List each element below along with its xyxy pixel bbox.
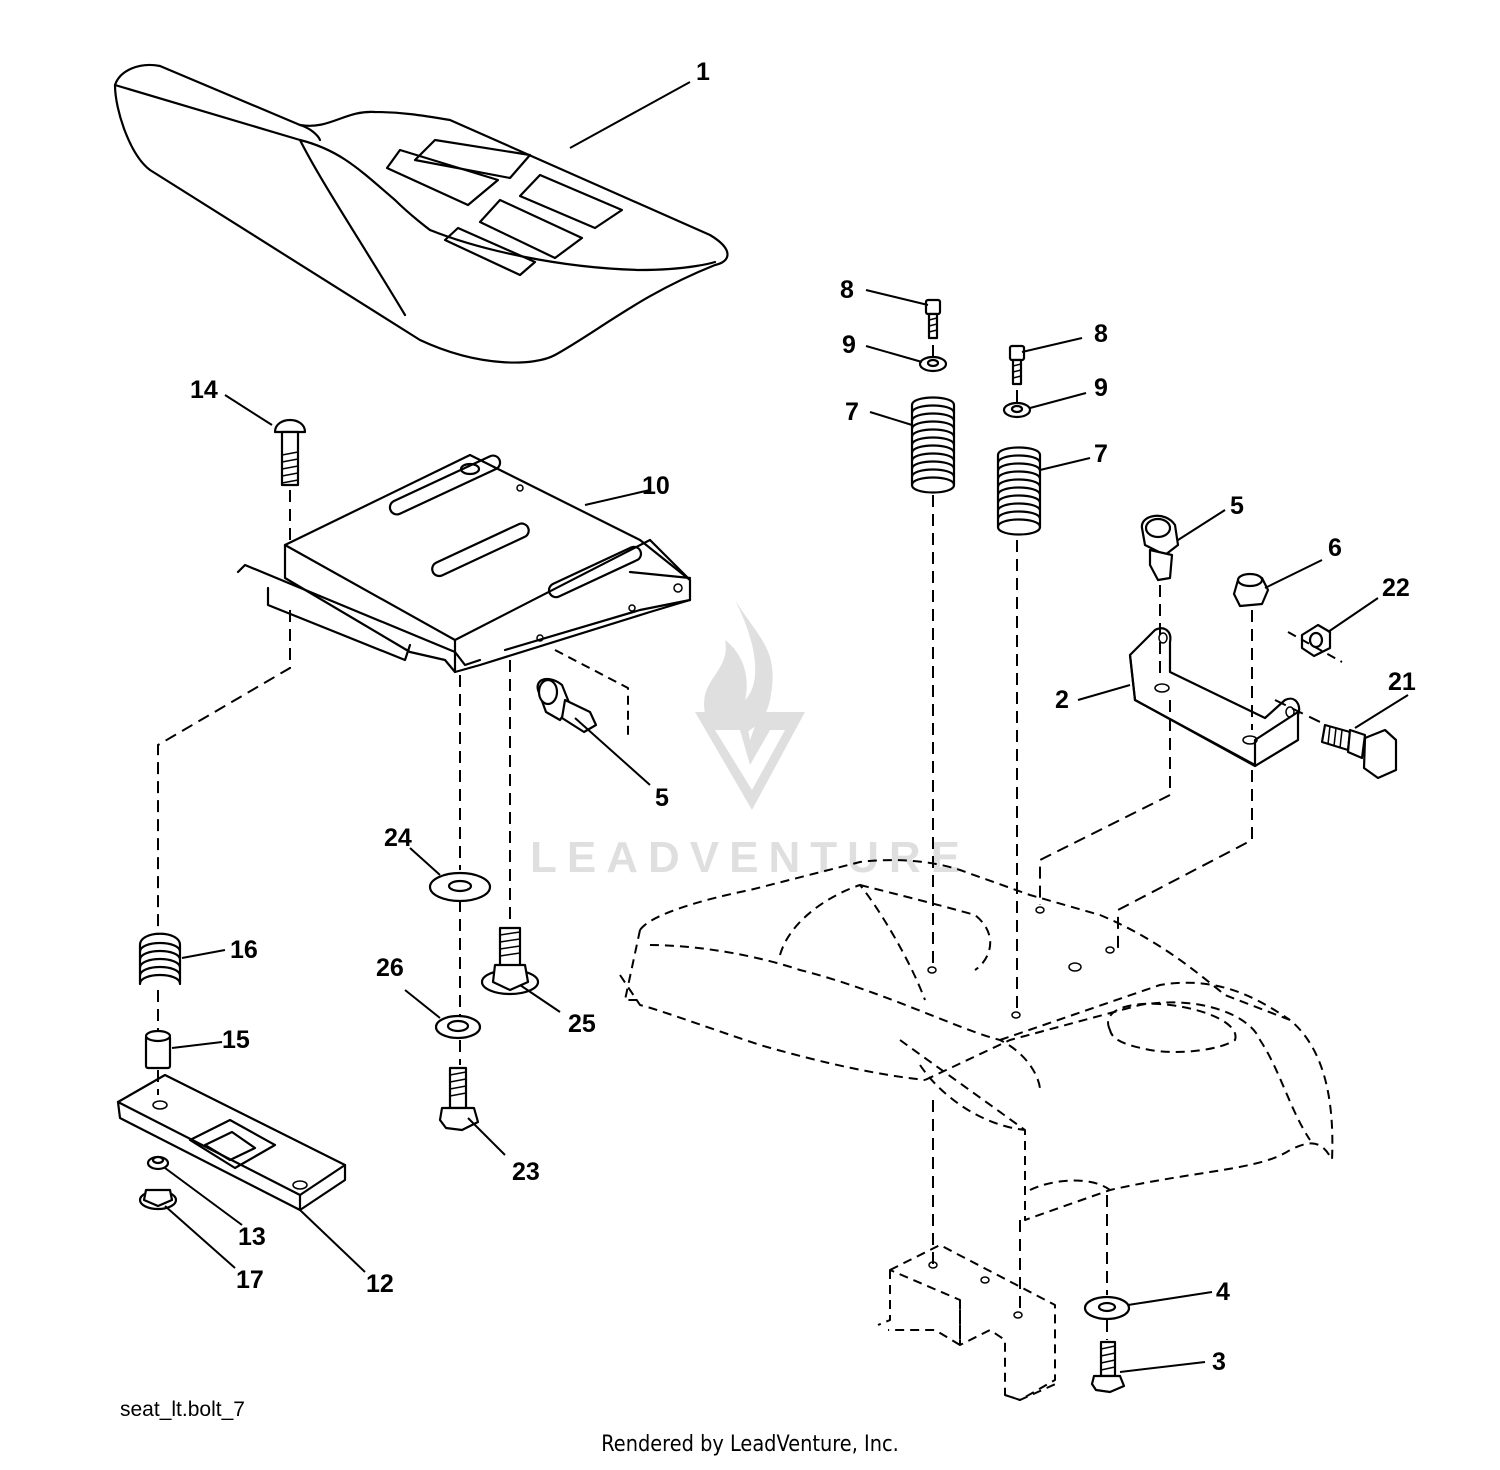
washer-9-right-drawing <box>1002 401 1032 419</box>
callout-10[interactable]: 10 <box>642 472 670 500</box>
callout-13[interactable]: 13 <box>238 1223 266 1251</box>
callout-5-left[interactable]: 5 <box>655 784 669 812</box>
spring-7-right-drawing <box>996 446 1042 536</box>
washer-24-drawing <box>428 871 492 903</box>
seat-pan-drawing <box>236 453 692 674</box>
callout-26[interactable]: 26 <box>376 954 404 982</box>
seat-drawing <box>113 63 729 364</box>
callout-3[interactable]: 3 <box>1212 1348 1226 1376</box>
washer-26-drawing <box>434 1014 482 1040</box>
callout-7-right[interactable]: 7 <box>1094 440 1108 468</box>
shoulder-bolt-25-drawing <box>480 926 540 996</box>
diagram-id-label: seat_lt.bolt_7 <box>120 1398 245 1421</box>
callout-2[interactable]: 2 <box>1055 686 1069 714</box>
callout-15[interactable]: 15 <box>222 1026 250 1054</box>
shoulder-bolt-21-drawing <box>1320 723 1398 780</box>
callout-24[interactable]: 24 <box>384 824 412 852</box>
callout-8-left[interactable]: 8 <box>840 276 854 304</box>
callout-6[interactable]: 6 <box>1328 534 1342 562</box>
spring-7-left-drawing <box>910 396 956 494</box>
callout-25[interactable]: 25 <box>568 1010 596 1038</box>
watermark-text: LEADVENTURE <box>530 833 970 882</box>
washer-4-drawing <box>1083 1295 1131 1321</box>
seat-switch-left-drawing <box>536 649 629 740</box>
slide-bracket-12-drawing <box>116 1073 347 1212</box>
assembly-lines <box>157 345 1321 1340</box>
callout-17[interactable]: 17 <box>236 1266 264 1294</box>
screw-8-right-drawing <box>1008 344 1026 386</box>
bolt-3-drawing <box>1090 1340 1126 1394</box>
callout-16[interactable]: 16 <box>230 936 258 964</box>
fender-outline-drawing <box>619 859 1334 1401</box>
callout-22[interactable]: 22 <box>1382 574 1410 602</box>
pivot-bracket-2-drawing <box>1128 627 1301 768</box>
nut-22-drawing <box>1287 623 1343 663</box>
screw-8-left-drawing <box>924 298 942 340</box>
washer-9-left-drawing <box>918 355 948 373</box>
callout-9-right[interactable]: 9 <box>1094 374 1108 402</box>
callout-7-left[interactable]: 7 <box>845 398 859 426</box>
callout-23[interactable]: 23 <box>512 1158 540 1186</box>
callout-12[interactable]: 12 <box>366 1270 394 1298</box>
flange-nut-17-drawing <box>138 1188 178 1211</box>
callout-4[interactable]: 4 <box>1216 1278 1230 1306</box>
footer-credit: Rendered by LeadVenture, Inc. <box>601 1432 899 1457</box>
hex-bolt-23-drawing <box>438 1066 480 1132</box>
spring-16-drawing <box>138 932 182 986</box>
lock-nut-6-drawing <box>1232 572 1270 608</box>
callout-14[interactable]: 14 <box>190 376 218 404</box>
carriage-bolt-drawing <box>273 418 307 487</box>
leader-lines <box>164 81 1409 1373</box>
washer-13-drawing <box>146 1155 170 1171</box>
spacer-15-drawing <box>144 1029 172 1070</box>
callout-21[interactable]: 21 <box>1388 668 1416 696</box>
callout-9-left[interactable]: 9 <box>842 331 856 359</box>
seat-switch-right-drawing <box>1140 514 1180 582</box>
watermark-logo <box>695 600 805 810</box>
callout-1[interactable]: 1 <box>696 58 710 86</box>
callout-numbers: 1 10 14 5 24 25 26 23 16 15 12 13 17 8 8… <box>190 58 1416 1376</box>
callout-5-right[interactable]: 5 <box>1230 492 1244 520</box>
callout-8-right[interactable]: 8 <box>1094 320 1108 348</box>
